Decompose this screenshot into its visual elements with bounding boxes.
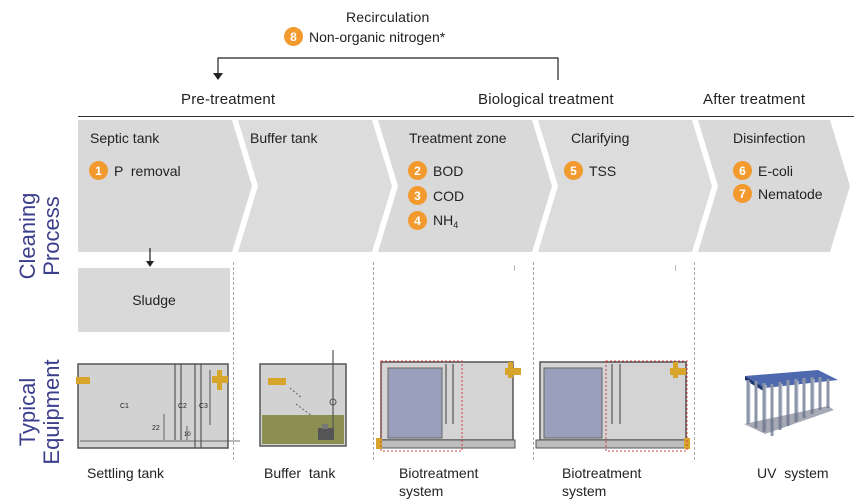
column-divider: [233, 262, 234, 460]
equipment-label-settling-tank: Settling tank: [87, 464, 164, 482]
item-subscript: 4: [453, 219, 459, 230]
phase-after-treatment: After treatment: [703, 91, 806, 108]
column-divider: [694, 262, 695, 460]
settling-tank-drawing: C1 C2 C3 22 10: [76, 363, 240, 449]
badge-5: 5: [564, 161, 583, 180]
equipment-label-line1: Settling tank: [87, 465, 165, 481]
depth-mark: 10: [184, 432, 191, 438]
tick-mark: [514, 265, 515, 271]
equipment-label-line1: UV system: [757, 465, 829, 481]
badge-4: 4: [408, 211, 427, 230]
phase-divider-line: [78, 116, 854, 117]
column-divider: [373, 262, 374, 460]
badge-2: 2: [408, 161, 427, 180]
equipment-label-uv-system: UV system: [757, 464, 829, 482]
phase-biological-treatment: Biological treatment: [478, 91, 614, 108]
phase-pre-treatment: Pre-treatment: [181, 91, 276, 108]
item-text: TSS: [589, 162, 617, 179]
recirculation-arrow: [213, 57, 559, 80]
item-nematode: 7 Nematode: [733, 184, 823, 203]
tick-mark: [675, 265, 676, 271]
chevron-buffer: [238, 120, 392, 252]
step-treatment-zone: Treatment zone: [409, 130, 507, 146]
badge-7: 7: [733, 184, 752, 203]
depth-mark: 22: [152, 425, 160, 432]
item-text: P removal: [114, 162, 181, 179]
step-buffer-tank: Buffer tank: [250, 130, 318, 146]
item-text: COD: [433, 187, 465, 204]
equipment-label-line2: system: [562, 483, 607, 499]
item-e-coli: 6 E-coli: [733, 161, 793, 180]
item-p-removal: 1 P removal: [89, 161, 181, 180]
c1-mark: C1: [120, 403, 129, 410]
recirculation-label: Recirculation: [346, 9, 430, 25]
equipment-label-line1: Biotreatment: [399, 465, 479, 481]
item-nh4: 4 NH4: [408, 211, 458, 230]
item-text: BOD: [433, 162, 464, 179]
equipment-label-biotreatment-2: Biotreatment system: [562, 464, 641, 500]
sludge-box: Sludge: [78, 268, 230, 332]
equipment-label-line2: system: [399, 483, 444, 499]
equipment-label-biotreatment-1: Biotreatment system: [399, 464, 478, 500]
equipment-label-buffer-tank: Buffer tank: [264, 464, 335, 482]
recirculation-item-text: Non-organic nitrogen*: [309, 28, 446, 45]
step-disinfection: Disinfection: [733, 130, 806, 146]
item-bod: 2 BOD: [408, 161, 463, 180]
equipment-label-line1: Buffer tank: [264, 465, 336, 481]
badge-8: 8: [284, 27, 303, 46]
sludge-label: Sludge: [132, 292, 176, 308]
uv-system-drawing: [744, 370, 838, 436]
recirculation-item: 8 Non-organic nitrogen*: [284, 27, 445, 46]
step-septic-tank: Septic tank: [90, 130, 160, 146]
chevron-septic: [78, 120, 252, 252]
column-divider: [533, 262, 534, 460]
item-text: NH: [433, 211, 454, 228]
chevron-clarifying: [538, 120, 712, 252]
c3-mark: C3: [199, 403, 208, 410]
item-tss: 5 TSS: [564, 161, 616, 180]
item-text: Nematode: [758, 185, 823, 202]
equipment-label-line1: Biotreatment: [562, 465, 642, 481]
badge-1: 1: [89, 161, 108, 180]
badge-3: 3: [408, 186, 427, 205]
biotreatment-drawing-2: [535, 360, 690, 452]
buffer-tank-drawing: [259, 350, 347, 447]
badge-6: 6: [733, 161, 752, 180]
item-cod: 3 COD: [408, 186, 464, 205]
biotreatment-drawing-1: [376, 360, 521, 452]
c2-mark: C2: [178, 403, 187, 410]
step-clarifying: Clarifying: [571, 130, 630, 146]
item-text: E-coli: [758, 162, 794, 179]
chevron-disinfection: [698, 120, 850, 252]
